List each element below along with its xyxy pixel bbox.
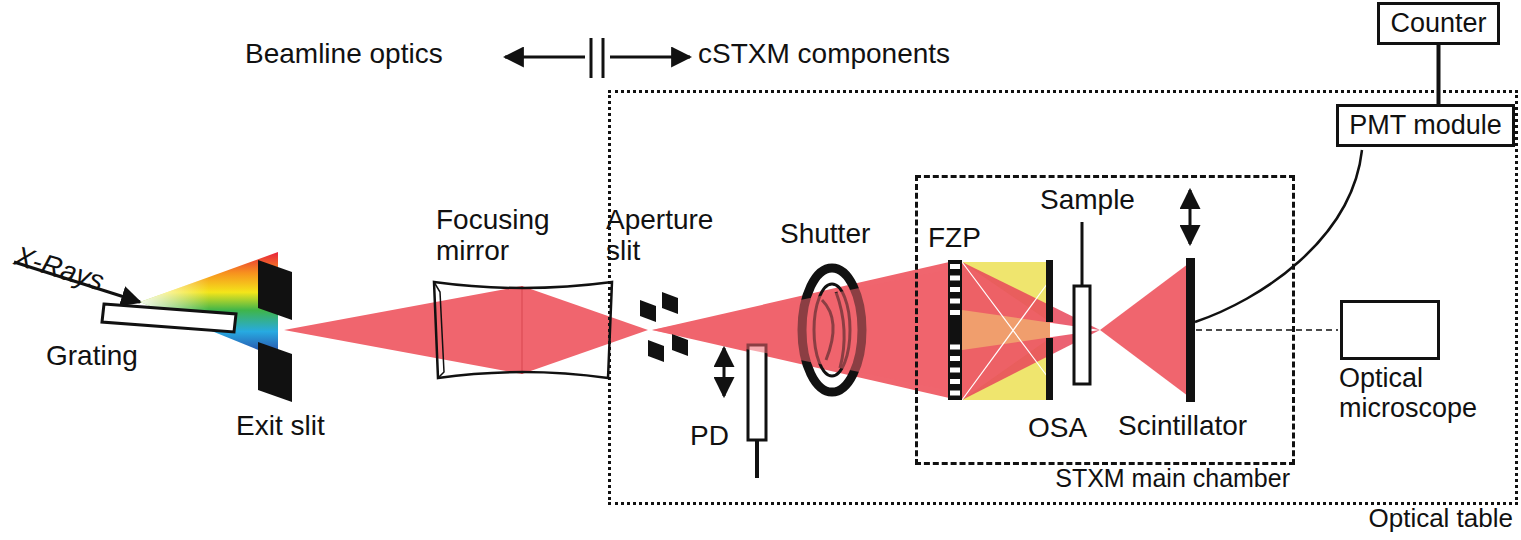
exit-slit-blade — [258, 342, 292, 402]
beam-edge — [521, 286, 523, 374]
zone-stripe — [950, 264, 960, 269]
first-order-beam — [962, 262, 1050, 400]
pmt-module-box: PMT module — [1336, 104, 1515, 147]
aperture-blade — [662, 292, 678, 314]
beam — [652, 260, 958, 400]
section-label: Beamline optics — [245, 38, 443, 69]
part-label: FZP — [928, 222, 981, 253]
beam-label: X-Rays — [11, 240, 108, 297]
sample — [1074, 286, 1090, 384]
node-label: Optical microscope — [1339, 363, 1499, 423]
optical-microscope-box: Optical microscope — [1340, 300, 1440, 360]
pd-stem — [755, 440, 759, 478]
focusing-mirror — [434, 282, 612, 378]
divider-bar — [590, 38, 593, 78]
node-label: PMT module — [1349, 110, 1502, 140]
zero-order-beam — [962, 262, 1050, 400]
divider-arrow — [505, 56, 585, 59]
beam-ray — [962, 262, 1050, 380]
exit-slit-blade — [258, 260, 292, 320]
beam — [284, 286, 648, 374]
heading-holder: STXM main chamber — [1055, 464, 1290, 492]
optical-axis — [1196, 329, 1338, 331]
osa — [1046, 338, 1053, 400]
part-label: Exit slit — [236, 410, 325, 441]
heading-holder: Optical table — [1368, 504, 1513, 533]
part-label: Focusing mirror — [436, 204, 586, 267]
part-label: Aperture slit — [606, 204, 731, 267]
node-label: STXM main chamber — [1055, 464, 1290, 492]
divider-bar — [602, 38, 605, 78]
part-label: Sample — [1040, 184, 1135, 215]
section-label: cSTXM components — [698, 38, 950, 69]
beam-overlay — [652, 268, 958, 392]
part-label: Shutter — [780, 218, 870, 249]
zone-stripe — [950, 276, 960, 281]
part-label: Grating — [46, 340, 138, 371]
scintillator — [1186, 258, 1195, 402]
node-label: Optical table — [1368, 504, 1513, 533]
sample-stem — [1081, 222, 1084, 286]
zone-stripe — [950, 345, 960, 350]
part-label: Scintillator — [1118, 410, 1247, 441]
mirror-edge — [434, 282, 444, 378]
aperture-blade — [640, 300, 656, 322]
dispersed-beam-fade — [140, 252, 278, 358]
zone-stripe — [950, 299, 960, 304]
motion-arrow — [1189, 190, 1192, 244]
osa — [1046, 260, 1053, 322]
divider-arrow — [610, 56, 690, 59]
zone-plate-zones — [950, 264, 960, 396]
zone-plate — [948, 260, 962, 400]
zone-stripe — [950, 310, 960, 315]
zone-stripe — [950, 391, 960, 396]
dispersed-beam — [140, 252, 278, 358]
node-label: Counter — [1390, 8, 1487, 38]
diverging-beam — [1100, 264, 1188, 396]
beam-ray — [962, 280, 1050, 400]
heading-holder: Optical microscope — [1339, 363, 1499, 423]
grating — [102, 304, 236, 332]
signal-cable — [1437, 45, 1441, 104]
motion-arrow — [723, 348, 726, 396]
part-label: PD — [690, 420, 729, 451]
counter-box: Counter — [1377, 2, 1500, 45]
part-label: OSA — [1028, 412, 1087, 443]
zone-stripe — [950, 368, 960, 373]
aperture-blade — [672, 334, 688, 356]
zone-stripe — [950, 379, 960, 384]
photodiode — [748, 345, 766, 440]
zone-stripe — [950, 356, 960, 361]
zone-stripe — [950, 287, 960, 292]
aperture-blade — [648, 340, 664, 362]
